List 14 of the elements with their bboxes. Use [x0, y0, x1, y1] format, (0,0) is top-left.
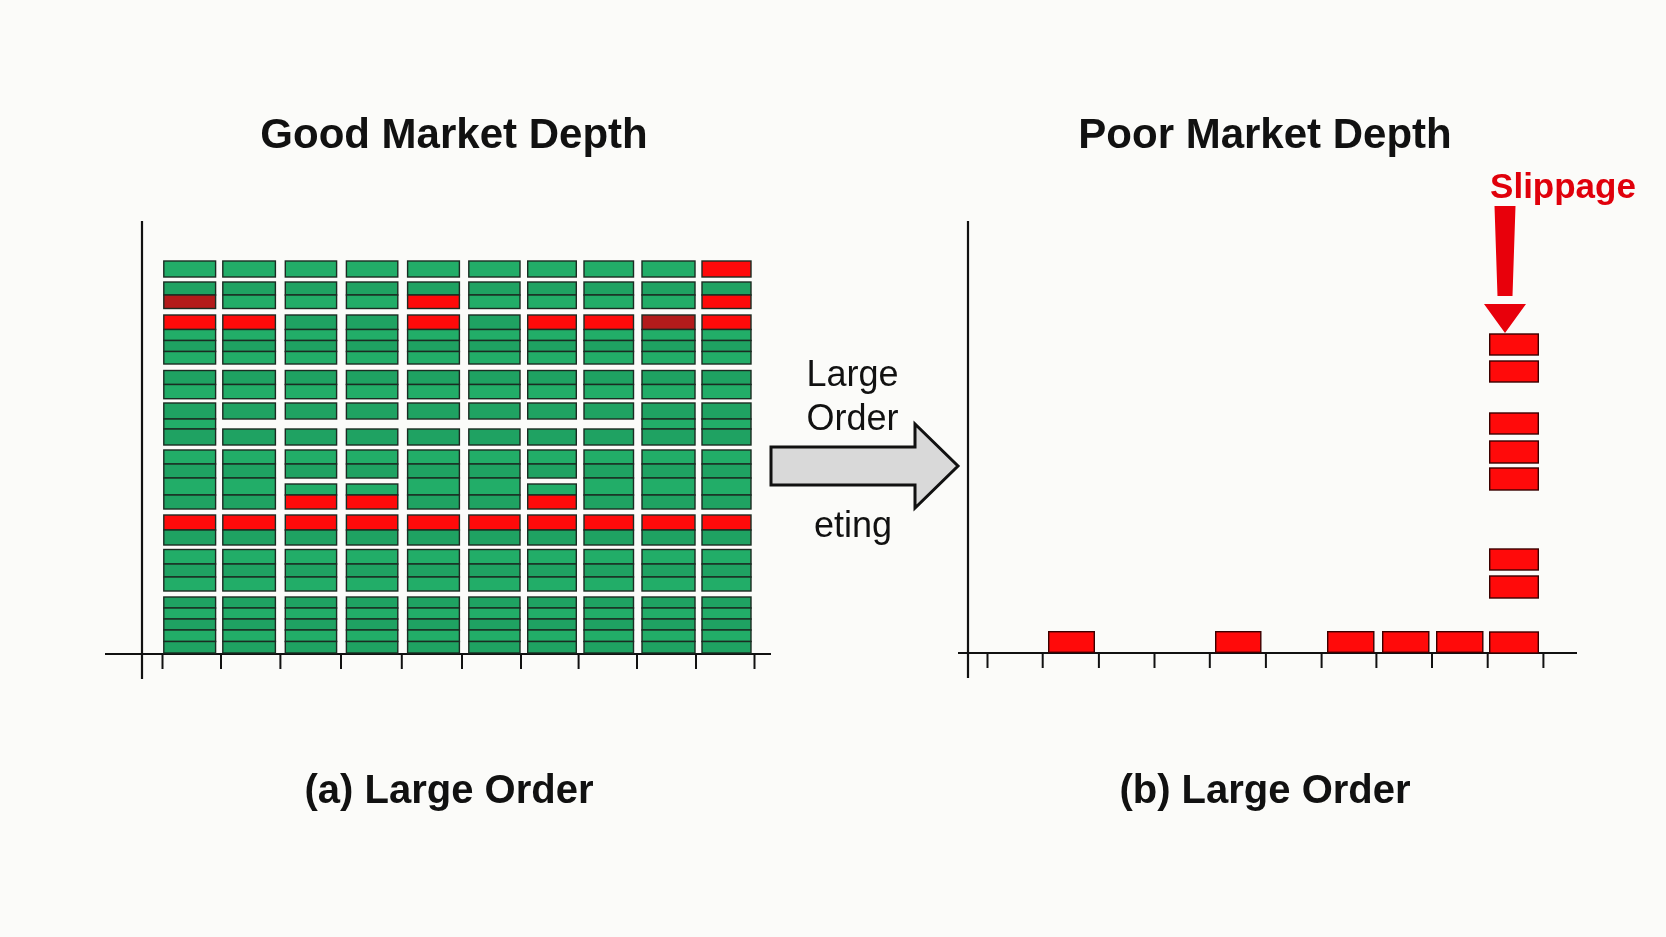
chart-title: Good Market Depth — [260, 110, 648, 158]
block-arrow — [769, 420, 961, 512]
order-block — [1327, 631, 1375, 653]
chart-title: Poor Market Depth — [1078, 110, 1452, 158]
order-block — [1214, 631, 1261, 653]
order-block — [1436, 631, 1484, 653]
order-block — [1381, 631, 1429, 653]
order-stack — [1489, 333, 1539, 654]
chart-caption: (b) Large Order — [1119, 766, 1411, 812]
order-block — [1048, 631, 1095, 653]
note-text: eting — [813, 503, 893, 546]
callout-label: Slippage — [1490, 166, 1636, 206]
arrow — [1484, 206, 1526, 333]
chart-caption: (a) Large Order — [304, 766, 594, 812]
